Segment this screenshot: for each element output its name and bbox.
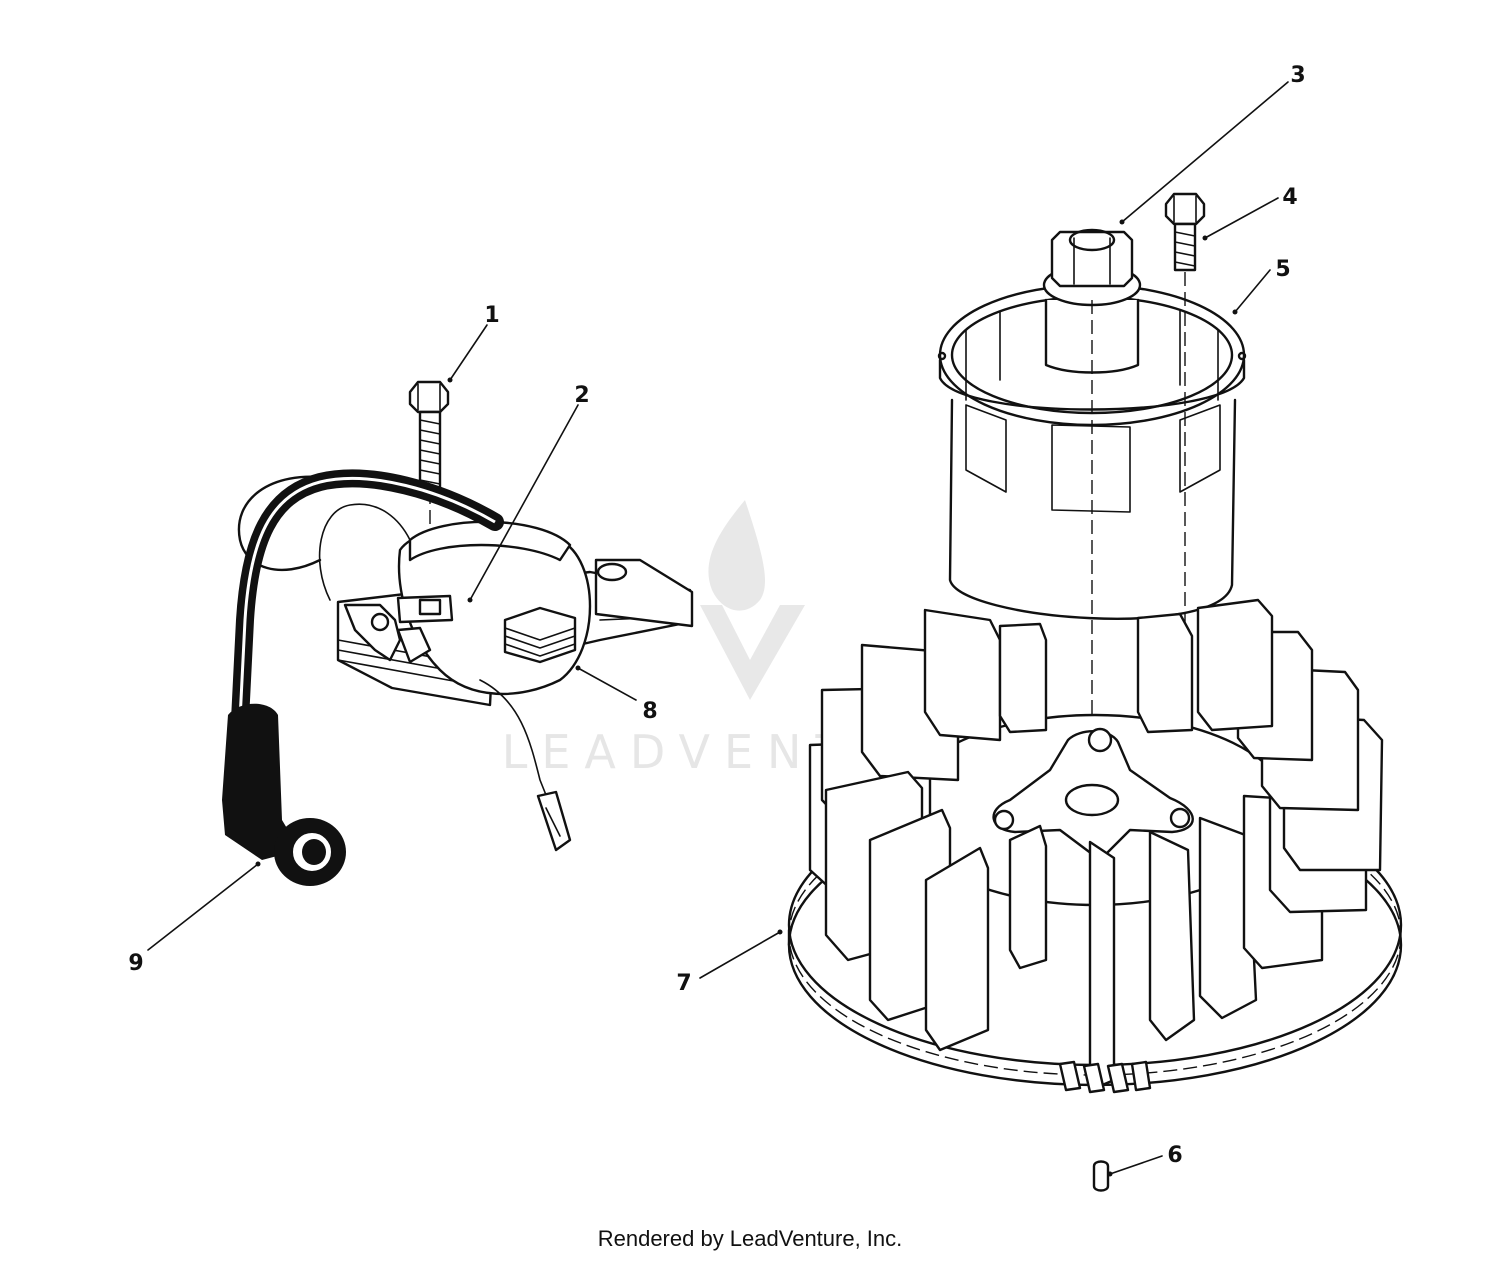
leader-lines xyxy=(147,81,1289,1177)
leadventure-flame-logo xyxy=(700,500,805,700)
callout-1: 1 xyxy=(484,303,499,328)
part-7-flywheel xyxy=(787,598,1403,1094)
callout-7: 7 xyxy=(676,971,691,996)
callout-8: 8 xyxy=(642,699,657,724)
part-6-flywheel-key xyxy=(1092,1160,1110,1192)
callout-6: 6 xyxy=(1167,1143,1182,1168)
callout-3: 3 xyxy=(1290,63,1305,88)
part-8-ignition-coil xyxy=(237,475,694,852)
part-3-flywheel-nut xyxy=(1042,228,1142,740)
flywheel-fins xyxy=(808,598,1384,1088)
part-9-spark-plug-boot xyxy=(222,469,504,886)
flywheel-magnets xyxy=(1058,1060,1152,1094)
callout-5: 5 xyxy=(1275,257,1290,282)
callout-9: 9 xyxy=(128,951,143,976)
part-4-bolt xyxy=(1164,192,1206,815)
callout-4: 4 xyxy=(1282,185,1297,210)
callouts: 1 2 3 4 5 6 7 8 9 xyxy=(128,63,1305,1168)
footer-credit: Rendered by LeadVenture, Inc. xyxy=(597,1226,903,1251)
callout-2: 2 xyxy=(574,383,589,408)
